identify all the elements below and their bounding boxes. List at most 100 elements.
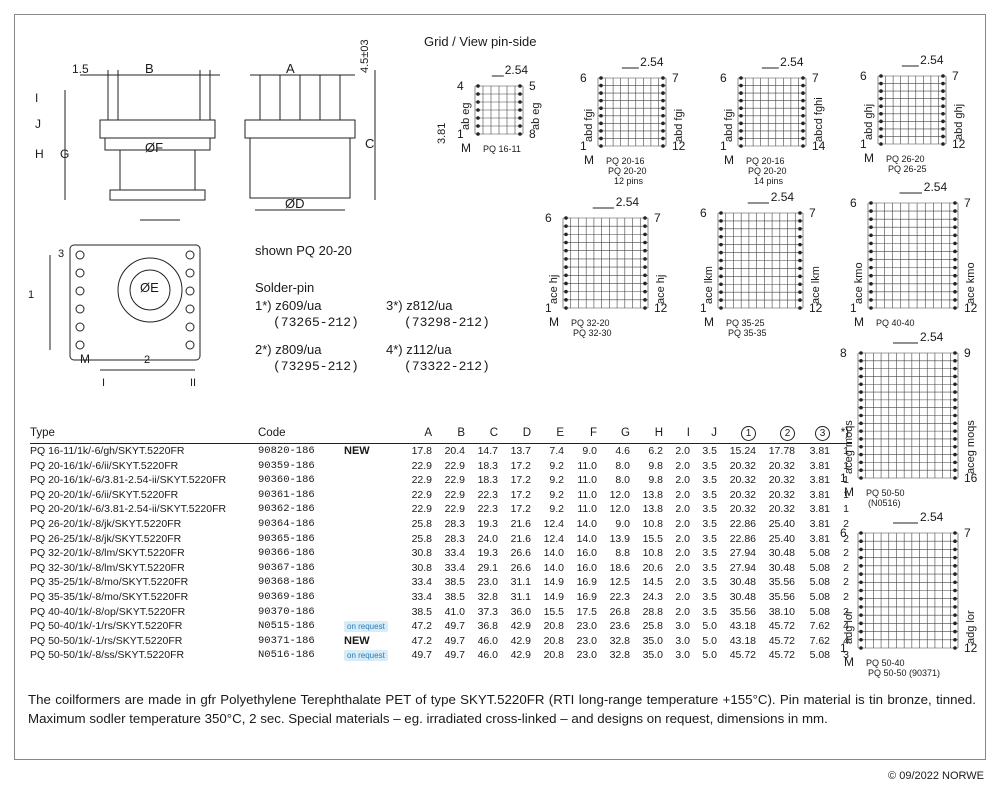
cell-code: 90366-186 [258, 547, 315, 560]
cell-value: 11.0 [577, 459, 597, 472]
col-code: Code [258, 425, 344, 444]
pin-dot [879, 89, 883, 93]
cell-type: PQ 26-25/1k/-8/jk/SKYT.5220FR [30, 532, 182, 545]
grid-caption-3: 14 pins [754, 176, 784, 186]
cell-value: 20.32 [729, 459, 756, 472]
cell-value: 2 [843, 532, 849, 545]
pin-dot [941, 81, 945, 86]
pin-m-label: M [844, 655, 854, 669]
grid-side-label: 3.81 [436, 123, 448, 144]
cell-value: 33.4 [411, 590, 432, 603]
pin-dot [879, 134, 883, 139]
cell-value: 20.32 [768, 503, 795, 516]
pin-dot [859, 398, 863, 402]
cell-value: 15.5 [543, 605, 564, 618]
pin-dot [518, 108, 522, 112]
grid-caption: PQ 35-25 [726, 318, 765, 328]
solder-pin-4: 4*) z112/ua (73322-212) [386, 342, 490, 374]
cell-value: 4 [843, 634, 849, 647]
cell-value: 3.5 [702, 532, 717, 545]
cell-value: 17.78 [768, 445, 795, 457]
cell-value: 1 [843, 503, 849, 516]
cell-value: 20.32 [729, 503, 756, 516]
cell-value: 20.32 [729, 474, 756, 487]
grid-caption: PQ 32-20 [571, 318, 610, 328]
pin-dot [869, 249, 873, 254]
pin-letters-left: ab eg [460, 102, 472, 130]
pin-dot [859, 613, 863, 617]
cell-value: 5.08 [809, 547, 830, 560]
cell-value: 33.4 [444, 547, 465, 560]
cell-code: 90820-186 [258, 445, 315, 457]
cell-type: PQ 50-50/1k/-8/ss/SKYT.5220FR [30, 649, 185, 662]
pin-dot [476, 116, 480, 120]
pin-dot [941, 119, 945, 124]
pin-dot [476, 108, 480, 112]
pin-dot [859, 444, 863, 449]
grid-caption: PQ 20-16 [746, 156, 785, 166]
cell-value: 45.72 [768, 620, 795, 633]
pin-dot [801, 76, 805, 80]
pin-dot [953, 398, 957, 402]
pin-dot [941, 104, 945, 109]
pin-dot [953, 359, 957, 363]
pin-dot [879, 111, 883, 116]
pin-grid [717, 202, 804, 310]
pin-number-top-right: 7 [809, 206, 816, 220]
pin-dot [564, 265, 568, 269]
pin-dot [564, 281, 568, 286]
cell-badge [344, 605, 404, 620]
cell-value: 35.56 [768, 590, 795, 603]
cell-value: 18.6 [609, 561, 630, 574]
cell-value: 3.5 [702, 445, 717, 457]
grid-caption: PQ 40-40 [876, 318, 915, 328]
cell-value: 41.0 [444, 605, 465, 618]
cell-value: 13.7 [510, 445, 531, 457]
dim-f-label: ØF [145, 140, 163, 155]
cell-badge: on request [344, 648, 404, 663]
cell-value: 3.0 [675, 634, 690, 647]
cell-value: 12.4 [543, 532, 564, 545]
pin-dot [953, 233, 957, 238]
cell-value: 3.5 [702, 605, 717, 618]
pin-dot [599, 113, 603, 118]
cell-value: 22.9 [411, 503, 432, 516]
pin-number-bottom-left: 1 [720, 139, 727, 153]
col-b: B [435, 425, 468, 444]
cell-value: 1 [843, 459, 849, 472]
cell-value: 26.6 [510, 547, 531, 560]
dim-i-label: I [35, 91, 38, 105]
pin-letters-right: adg lor [965, 610, 977, 644]
pin-dot [564, 216, 568, 220]
cell-value: 42.9 [510, 620, 531, 633]
pin-number-top-left: 6 [850, 196, 857, 210]
pin-dot [739, 121, 743, 126]
dim-a-label: A [286, 61, 295, 76]
pin-m-label: M [461, 141, 471, 155]
cell-value: 3.5 [702, 590, 717, 603]
pin-dot [859, 468, 863, 472]
pin-dot [859, 413, 863, 418]
cell-value: 23.6 [609, 620, 630, 633]
pin-dot [564, 232, 568, 237]
pin-letters-left: ace kmo [853, 262, 865, 304]
pin-m-label: M [80, 352, 90, 366]
grid-caption-2: PQ 20-20 [748, 166, 787, 176]
cell-code: 90361-186 [258, 488, 315, 501]
pin-dot [879, 104, 883, 109]
pin-dot [643, 265, 647, 269]
pin-dot [739, 144, 743, 148]
cell-badge [344, 459, 404, 474]
cell-value: 22.3 [477, 488, 498, 501]
pin-dot [476, 92, 480, 96]
pin-dot [719, 266, 723, 271]
pin-number-top-right: 7 [672, 71, 679, 85]
cell-value: 3.5 [702, 576, 717, 589]
cell-value: 9.2 [549, 488, 564, 501]
pin-m-label: M [844, 485, 854, 499]
pin-dot [719, 290, 723, 294]
pin-dot [953, 273, 957, 278]
pin-dot [661, 129, 665, 133]
